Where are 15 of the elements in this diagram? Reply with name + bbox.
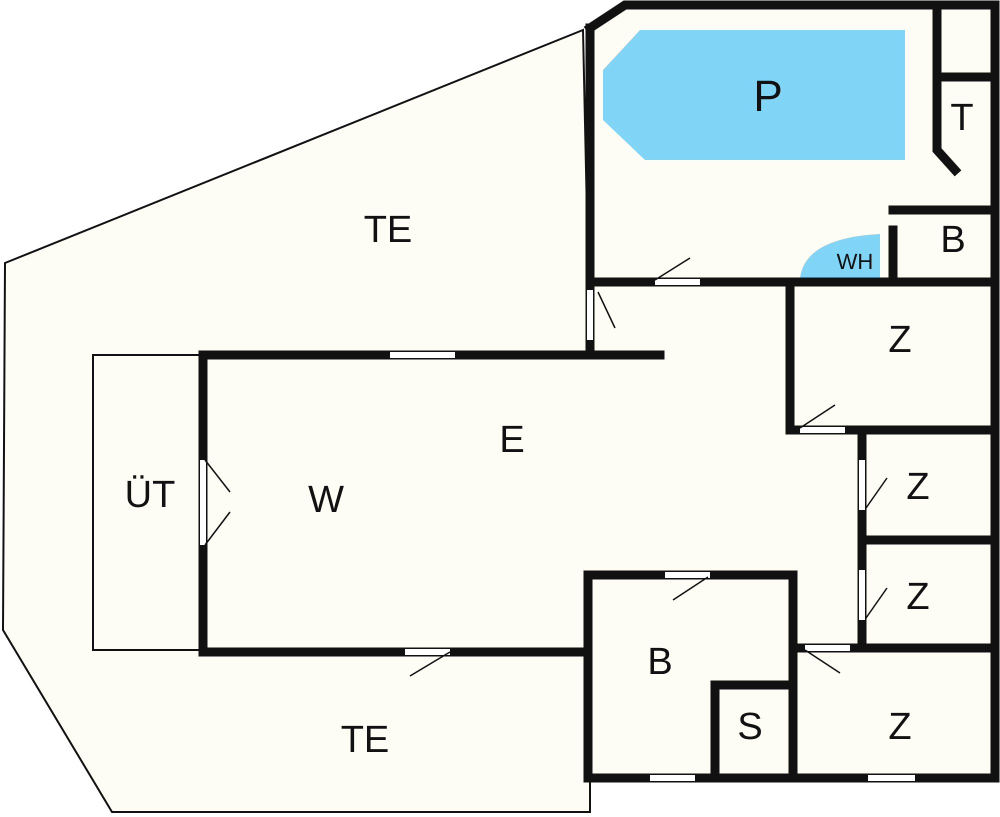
- room-label: TE: [364, 211, 412, 249]
- room-label: TE: [340, 721, 390, 759]
- room-label: Z: [906, 578, 930, 616]
- room-label: S: [737, 708, 763, 746]
- room-label: WH: [836, 251, 874, 273]
- room-label: P: [753, 75, 783, 119]
- room-label: ÜT: [124, 476, 176, 514]
- room-label: T: [950, 99, 974, 137]
- room-label: Z: [888, 708, 912, 746]
- room-label: B: [940, 221, 966, 259]
- room-label: W: [308, 481, 344, 519]
- room-label: B: [647, 643, 673, 681]
- room-label: Z: [888, 321, 912, 359]
- room-label: E: [499, 421, 525, 459]
- room-label: Z: [906, 468, 930, 506]
